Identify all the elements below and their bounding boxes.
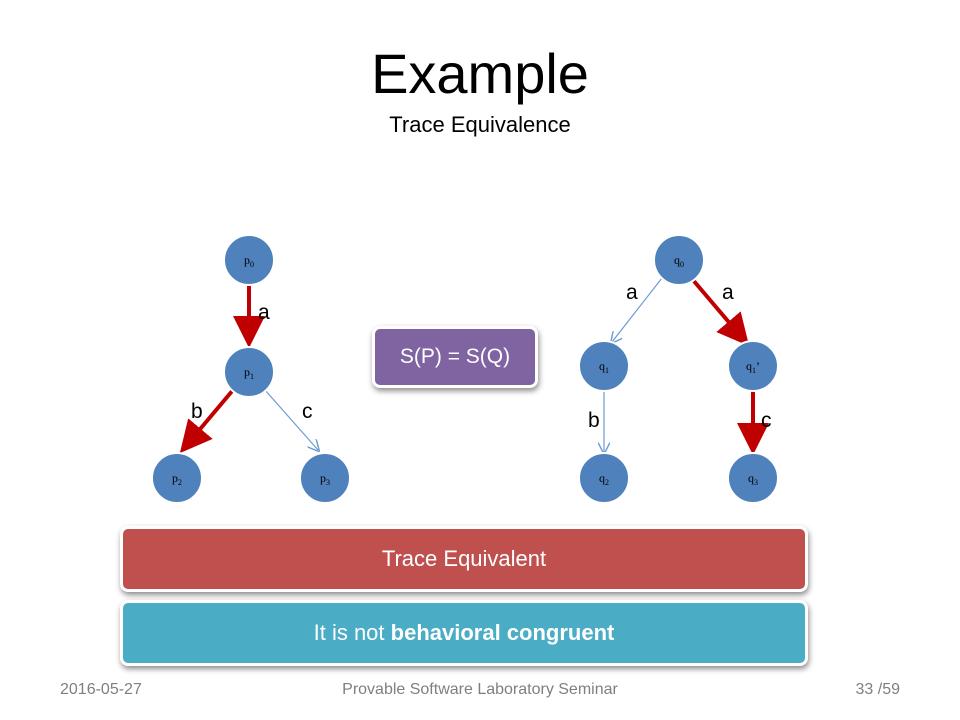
svg-text:p2: p2	[172, 471, 182, 487]
svg-text:p1: p1	[244, 365, 254, 381]
node-q0: q0	[653, 234, 705, 286]
edge-p1-p3	[264, 389, 318, 450]
edge-label-p1-p2: b	[191, 400, 203, 423]
edge-label-q1prime-q3: c	[761, 409, 772, 432]
page-total: /59	[877, 681, 900, 698]
node-q2: q2	[578, 452, 630, 504]
svg-text:q0: q0	[674, 253, 684, 269]
edge-q0-q1	[612, 277, 663, 342]
node-p1: p1	[223, 346, 275, 398]
note-bold-text: behavioral congruent	[390, 620, 615, 645]
node-q3: q3	[727, 452, 779, 504]
edge-label-p1-p3: c	[302, 400, 313, 423]
node-p0: p0	[223, 234, 275, 286]
note-text: It is not	[313, 620, 391, 645]
edge-p1-p2	[179, 388, 235, 454]
slide-title: Example	[371, 42, 589, 105]
slide-subtitle: Trace Equivalence	[389, 112, 571, 137]
page-current: 33	[855, 681, 874, 698]
edge-label-q0-q1: a	[626, 281, 638, 304]
svg-text:p0: p0	[244, 253, 254, 269]
svg-text:q1’: q1’	[746, 359, 760, 375]
note-bar: It is not behavioral congruent	[120, 600, 808, 666]
svg-text:p3: p3	[320, 471, 330, 487]
svg-text:q3: q3	[748, 471, 758, 487]
edge-label-p0-p1: a	[258, 301, 270, 324]
svg-text:q2: q2	[599, 471, 609, 487]
footer-seminar: Provable Software Laboratory Seminar	[342, 681, 618, 698]
node-p2: p2	[151, 452, 203, 504]
node-q1-prime: q1’	[727, 340, 779, 392]
svg-text:q1: q1	[599, 359, 609, 375]
equation-box: S(P) = S(Q)	[372, 326, 538, 388]
edge-label-q1-q2: b	[588, 409, 600, 432]
node-p3: p3	[299, 452, 351, 504]
edge-q0-q1prime	[691, 278, 750, 347]
footer-page-number: 33 /59	[856, 680, 901, 700]
footer-date: 2016-05-27	[60, 681, 142, 698]
node-q1: q1	[578, 340, 630, 392]
verdict-bar: Trace Equivalent	[120, 526, 808, 592]
edge-label-q0-q1prime: a	[722, 281, 734, 304]
